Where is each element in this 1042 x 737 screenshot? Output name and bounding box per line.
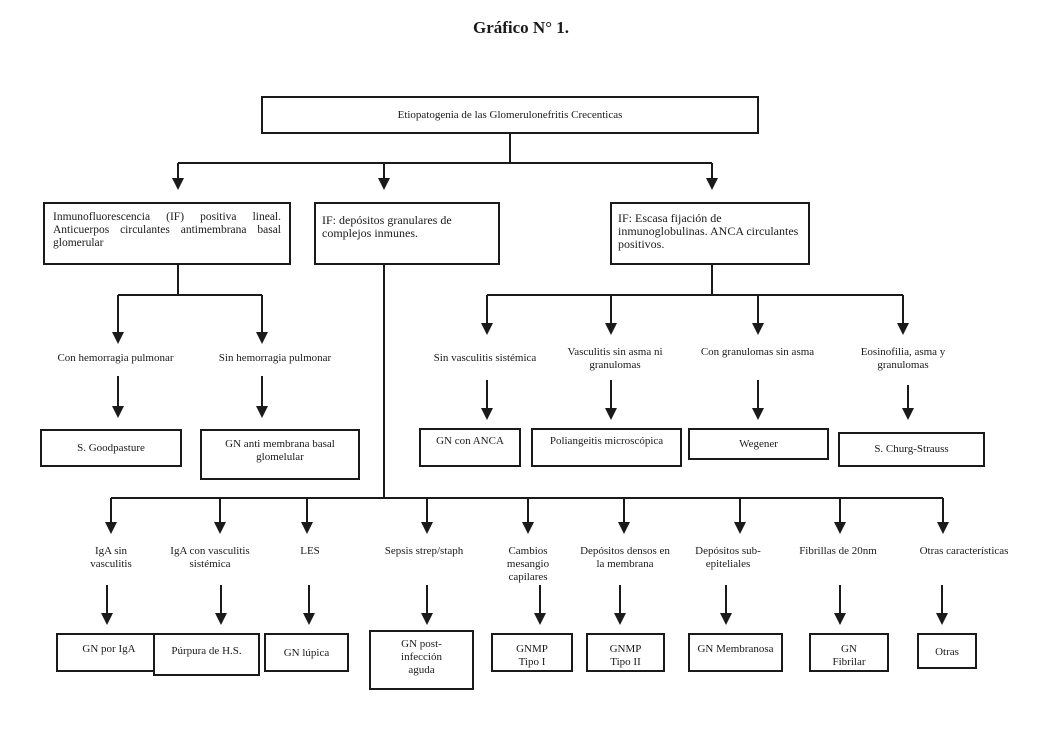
result-gn-lupica-label: GN lúpica (283, 647, 330, 659)
figure-title: Gráfico N° 1. (472, 18, 570, 37)
result-poliangeitis: Poliangeitis microscópica (531, 428, 682, 467)
arrowhead-icon (734, 522, 746, 534)
arrowhead-icon (834, 613, 846, 625)
result-otras-label: Otras (935, 646, 959, 658)
arrowhead-icon (902, 408, 914, 420)
condition-depositos-subepiteliales: Depósitos sub-epiteliales (695, 545, 761, 570)
condition-depositos-densos: Depósitos densos en la membrana (580, 545, 670, 570)
condition-fibrillas: Fibrillas de 20nm (799, 545, 877, 557)
result-churg-strauss: S. Churg-Strauss (838, 432, 985, 467)
condition-iga-sin-vasculitis: IgA sin vasculitis (90, 545, 132, 570)
result-gn-iga-label: GN por IgA (82, 643, 136, 655)
condition-sin-hemorragia: Sin hemorragia pulmonar (218, 352, 332, 364)
result-gnmp-tipo-1-label: GNMP Tipo I (516, 643, 548, 668)
result-gn-membranosa: GN Membranosa (688, 633, 783, 672)
condition-les: LES (300, 545, 320, 557)
result-churg-strauss-label: S. Churg-Strauss (874, 443, 949, 455)
root-label: Etiopatogenia de las Glomerulonefritis C… (397, 109, 623, 121)
condition-eosinofilia: Eosinofilia, asma y granulomas (860, 346, 946, 371)
arrowhead-icon (752, 408, 764, 420)
arrowhead-icon (752, 323, 764, 335)
result-gnmp-tipo-2-label: GNMP Tipo II (609, 643, 642, 668)
result-gn-anca: GN con ANCA (419, 428, 521, 467)
arrowhead-icon (481, 408, 493, 420)
condition-granulomas-sin-asma: Con granulomas sin asma (700, 346, 815, 358)
arrowhead-icon (256, 406, 268, 418)
result-goodpasture-label: S. Goodpasture (77, 442, 145, 454)
arrowhead-icon (101, 613, 113, 625)
arrowhead-icon (614, 613, 626, 625)
arrowhead-icon (534, 613, 546, 625)
condition-otras-caracteristicas: Otras características (919, 545, 1009, 557)
result-anti-mbg-label: GN anti membrana basal glomelular (225, 438, 335, 463)
arrowhead-icon (301, 522, 313, 534)
category-granular-box: IF: depósitos granulares de complejos in… (314, 202, 500, 265)
category-granular-label: IF: depósitos granulares de complejos in… (322, 213, 452, 240)
arrowhead-icon (937, 522, 949, 534)
result-poliangeitis-label: Poliangeitis microscópica (549, 435, 664, 447)
result-goodpasture: S. Goodpasture (40, 429, 182, 467)
category-linear-label: Inmunofluorescencia (IF) positiva lineal… (53, 211, 281, 249)
result-wegener: Wegener (688, 428, 829, 460)
arrowhead-icon (112, 406, 124, 418)
arrowhead-icon (378, 178, 390, 190)
condition-sin-vasculitis: Sin vasculitis sistémica (433, 352, 537, 364)
arrowhead-icon (834, 522, 846, 534)
result-gn-post-infeccion: GN post-infección aguda (369, 630, 474, 690)
result-gn-fibrilar-label: GN Fibrilar (832, 643, 866, 668)
arrowhead-icon (706, 178, 718, 190)
category-scarce-box: IF: Escasa fijación de inmunoglobulinas.… (610, 202, 810, 265)
root-box: Etiopatogenia de las Glomerulonefritis C… (261, 96, 759, 134)
condition-con-hemorragia: Con hemorragia pulmonar (57, 352, 174, 364)
condition-iga-con-vasculitis: IgA con vasculitis sistémica (170, 545, 250, 570)
arrowhead-icon (720, 613, 732, 625)
arrowhead-icon (605, 408, 617, 420)
category-linear-box: Inmunofluorescencia (IF) positiva lineal… (43, 202, 291, 265)
arrowhead-icon (421, 613, 433, 625)
arrowhead-icon (256, 332, 268, 344)
arrowhead-icon (481, 323, 493, 335)
arrowhead-icon (421, 522, 433, 534)
result-gn-iga: GN por IgA (56, 633, 162, 672)
condition-cambios-mesangio: Cambios mesangio capilares (506, 545, 550, 583)
result-otras: Otras (917, 633, 977, 669)
result-gn-post-infeccion-label: GN post-infección aguda (401, 638, 442, 676)
result-gn-anca-label: GN con ANCA (436, 435, 504, 447)
arrowhead-icon (618, 522, 630, 534)
condition-sepsis: Sepsis strep/staph (384, 545, 464, 557)
result-gnmp-tipo-2: GNMP Tipo II (586, 633, 665, 672)
arrowhead-icon (897, 323, 909, 335)
arrowhead-icon (172, 178, 184, 190)
result-purpura: Púrpura de H.S. (153, 633, 260, 676)
result-wegener-label: Wegener (739, 438, 778, 450)
arrowhead-icon (936, 613, 948, 625)
result-gn-membranosa-label: GN Membranosa (697, 643, 774, 655)
arrowhead-icon (303, 613, 315, 625)
result-purpura-label: Púrpura de H.S. (171, 645, 242, 657)
arrowhead-icon (112, 332, 124, 344)
result-gnmp-tipo-1: GNMP Tipo I (491, 633, 573, 672)
arrowhead-icon (215, 613, 227, 625)
arrowhead-icon (605, 323, 617, 335)
result-anti-mbg: GN anti membrana basal glomelular (200, 429, 360, 480)
arrowhead-icon (214, 522, 226, 534)
condition-vasculitis-sin-asma: Vasculitis sin asma ni granulomas (567, 346, 663, 371)
category-scarce-label: IF: Escasa fijación de inmunoglobulinas.… (618, 211, 799, 251)
result-gn-lupica: GN lúpica (264, 633, 349, 672)
arrowhead-icon (522, 522, 534, 534)
arrowhead-icon (105, 522, 117, 534)
result-gn-fibrilar: GN Fibrilar (809, 633, 889, 672)
